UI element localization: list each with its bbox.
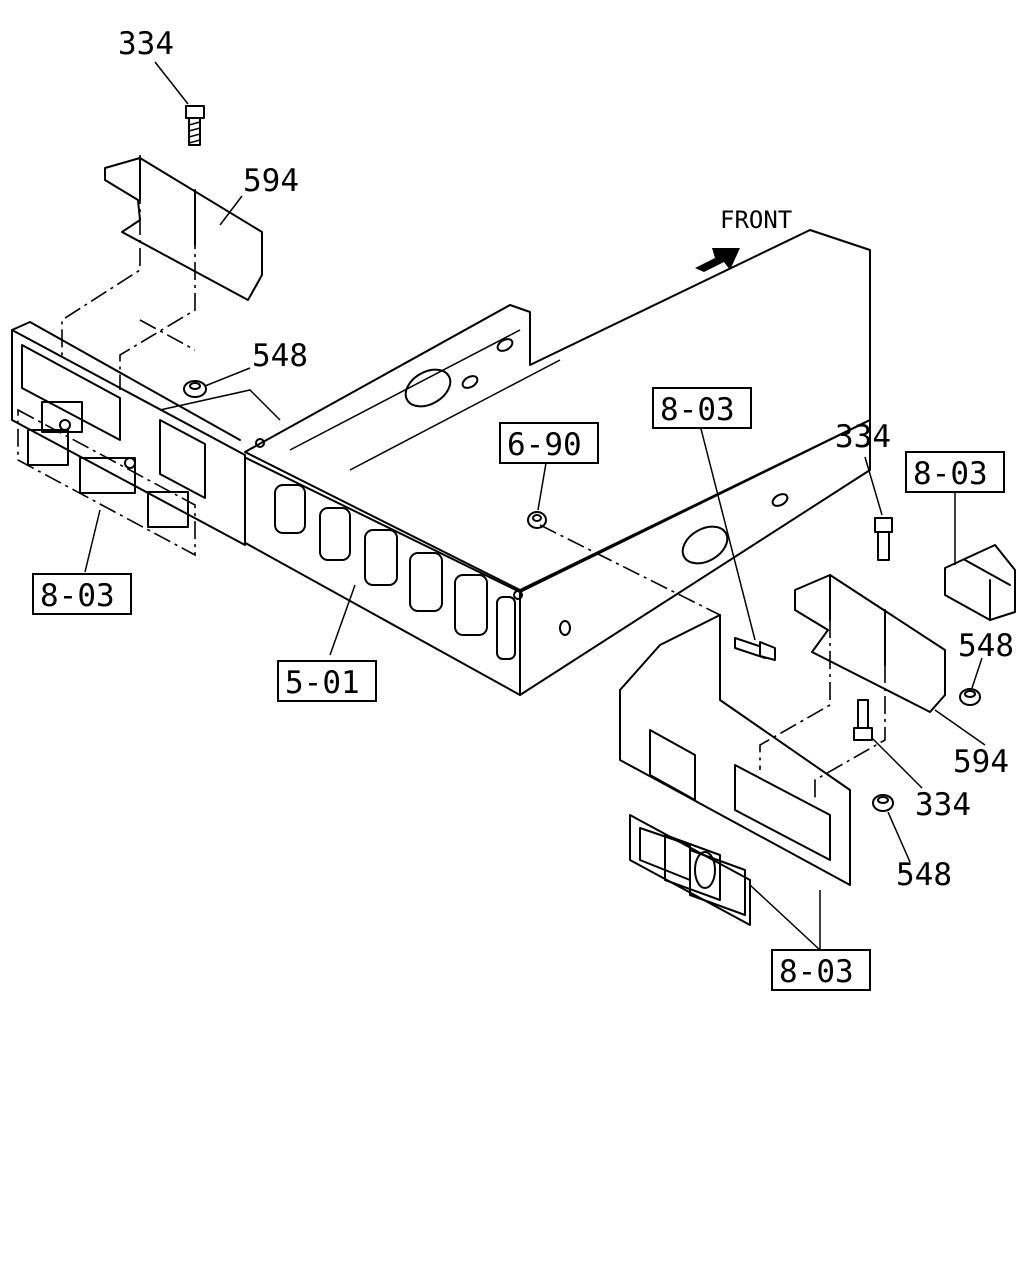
callout-501-frame: 5-01 xyxy=(285,665,360,701)
nut-548-top-left xyxy=(183,380,207,398)
leader-lines xyxy=(84,61,986,951)
callout-548-top-left: 548 xyxy=(252,338,308,374)
callout-803-right-side: 8-03 xyxy=(913,456,988,492)
callout-box-803-center xyxy=(652,387,752,429)
callout-box-803-right-side xyxy=(905,451,1005,493)
front-direction-label: FRONT xyxy=(720,206,792,234)
callout-334-top-left: 334 xyxy=(118,26,174,62)
bracket-594-right xyxy=(759,574,946,800)
bolt-803-center xyxy=(734,637,776,661)
bolt-334-top-left xyxy=(185,105,205,146)
callout-334-right-lower: 334 xyxy=(915,787,971,823)
nut-548-right-lower xyxy=(872,794,894,812)
callout-803-left: 8-03 xyxy=(40,578,115,614)
callout-box-803-right-bottom xyxy=(771,949,871,991)
right-lamp-bracket xyxy=(619,614,851,926)
callout-548-right-upper: 548 xyxy=(958,628,1014,664)
callout-334-right-upper: 334 xyxy=(835,419,891,455)
callout-box-803-left xyxy=(32,573,132,615)
frame-assembly xyxy=(239,229,871,696)
bolt-334-right-lower xyxy=(853,699,873,741)
bracket-594-left xyxy=(61,155,263,390)
right-side-lamp xyxy=(944,544,1016,621)
callout-box-501 xyxy=(277,660,377,702)
nut-690 xyxy=(527,511,547,529)
callout-594-top-left: 594 xyxy=(243,163,299,199)
callout-690: 6-90 xyxy=(507,427,582,463)
callout-594-right: 594 xyxy=(953,744,1009,780)
bolt-334-right-upper xyxy=(874,517,893,561)
callout-548-right-lower: 548 xyxy=(896,857,952,893)
front-arrow-icon xyxy=(695,248,740,272)
left-lamp-bracket xyxy=(11,321,281,557)
nut-548-right-upper xyxy=(959,688,981,706)
callout-box-690 xyxy=(499,422,599,464)
callout-803-right-bottom: 8-03 xyxy=(779,954,854,990)
callout-803-center: 8-03 xyxy=(660,392,735,428)
